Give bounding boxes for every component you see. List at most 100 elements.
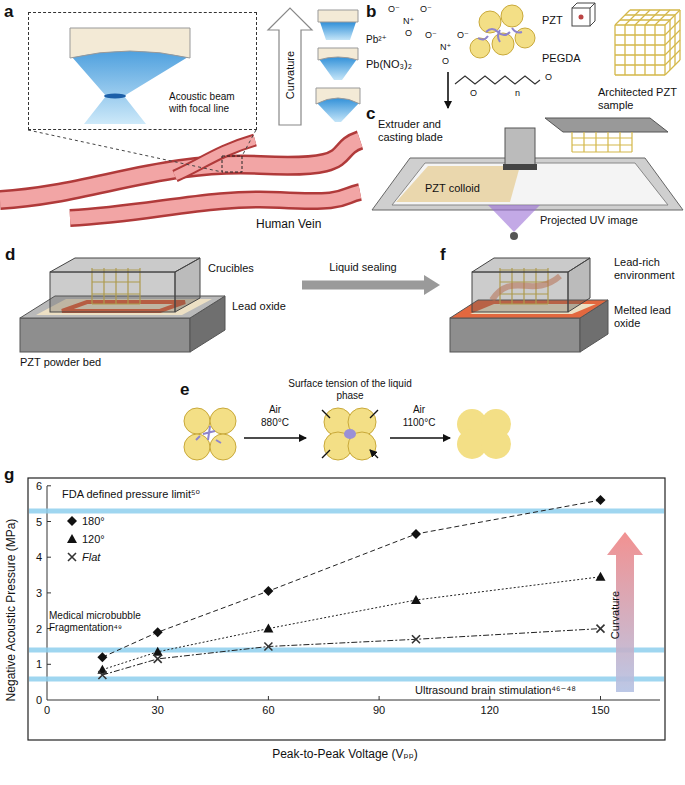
legend-text: 120° [82,533,105,546]
architected-lattice [615,10,680,75]
transducer-illustration [104,94,126,99]
dashed-inset-box: Acoustic beam with focal line [28,12,257,130]
chart-frame [28,478,665,740]
data-series [264,643,272,651]
printer-illustration [372,118,683,240]
legend-text: Flat [82,551,100,564]
vein-illustration [0,140,360,200]
panel-letter: d [5,245,15,265]
axis-tick: 0 [44,704,50,717]
part-label: PZT powder bed [20,356,101,369]
part-label: Lead oxide [232,300,286,313]
legend-item: Flat [66,551,100,564]
sintering-stages [184,408,511,460]
legend-marker [66,515,78,527]
crucible-sealed [450,318,580,352]
data-series [102,500,600,657]
architected-lattice [615,10,680,75]
crucible-sealed [568,258,590,312]
part-label: Surface tension of the liquid phase [280,378,420,401]
vein-illustration [175,140,255,176]
printer-illustration [503,164,537,170]
printer-illustration [505,128,535,166]
part-label: PZT [542,14,563,27]
chemical-label: O⁻ [457,30,469,40]
printer-illustration [545,118,668,132]
pzt-particles [478,28,522,42]
data-series [596,572,606,581]
data-series [102,629,600,675]
data-series [97,652,107,662]
pzt-particles [470,5,535,58]
data-series [263,586,273,596]
pzt-crystal-cube [572,3,595,26]
pzt-crystal-cube [579,15,584,20]
data-series [411,529,421,539]
printer-illustration [572,132,632,152]
legend-marker [67,534,77,543]
chemical-label: O [470,88,477,98]
threshold-bands [29,509,664,514]
data-series [597,625,605,633]
mixing-arrow [448,72,449,108]
chemical-label: O⁻ [420,4,432,14]
data-series [596,495,606,505]
part-label: Melted lead oxide [614,304,684,329]
callout-label: Acoustic beam with focal line [169,91,253,114]
threshold-bands [29,677,664,682]
legend-marker [67,516,77,526]
architected-lattice [615,25,665,75]
chemical-label: O⁻ [425,30,437,40]
axis-tick: 2 [36,622,42,635]
part-label: Human Vein [256,218,321,232]
legend-marker [66,551,78,563]
part-label: Lead-rich environment [614,256,684,281]
data-series [98,671,106,679]
axis-tick: 60 [262,704,274,717]
mixing-arrow [447,72,449,108]
axis-tick: 1 [36,658,42,671]
pzt-particles [501,5,523,27]
data-series [412,635,420,643]
transducer-variants [318,48,358,60]
chemical-label: O [545,72,552,82]
printer-illustration [488,205,540,232]
panel-letter: g [4,465,14,485]
part-label: Extruder and casting blade [378,118,458,143]
transducer-variants [319,57,357,81]
sintering-stages [472,424,496,444]
vein-illustration [0,130,360,218]
chemical-label: O [405,28,412,38]
pzt-particles [470,38,490,58]
panel-letter: b [366,2,376,22]
pzt-particles [492,33,514,55]
transducer-variants [318,10,358,22]
crucible-open [20,258,225,352]
process-condition: Air [269,404,281,416]
data-series [102,577,600,670]
curvature-trend-arrow [607,532,643,692]
process-panel: dCruciblesLead oxidePZT powder bed [5,245,300,373]
crucible-sealed [472,272,568,312]
arrow-label: Curvature [284,51,297,99]
chemical-label: O⁻ [388,4,400,14]
sintering-stages [322,410,378,458]
process-condition: Air [413,404,425,416]
process-panel: fLead-rich environmentMelted lead oxide [440,245,685,373]
data-series [411,595,421,604]
chart-frame [47,486,660,700]
curvature-trend-arrow [607,532,643,692]
part-label: Crucibles [208,262,254,275]
panel-letter: e [180,380,189,400]
axis-tick: 0 [36,694,42,707]
vein-illustration [0,140,360,200]
vein-illustration [222,156,242,172]
chemical-label: N⁺ [440,42,451,52]
threshold-bands [29,511,664,679]
pegda-chain [455,76,540,84]
legend-item: 120° [66,533,105,546]
transducer-variants [320,22,356,40]
transducer-variants [316,10,360,122]
data-series [97,495,605,679]
axis-title: Negative Acoustic Pressure (MPa) [5,519,19,702]
